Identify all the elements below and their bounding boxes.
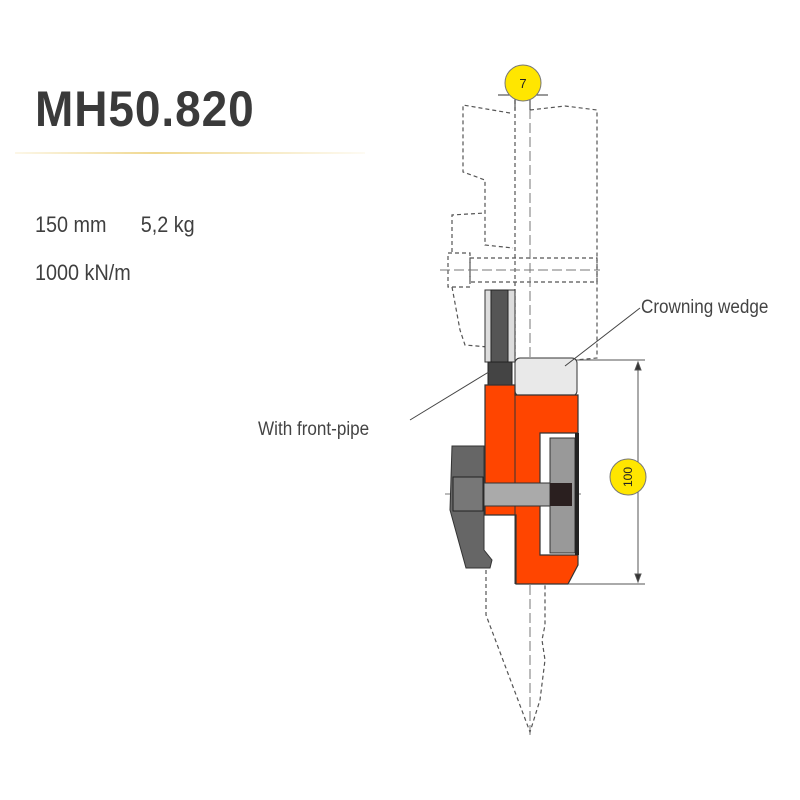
spec-weight: 5,2 kg (140, 212, 195, 237)
spec-length: 150 mm (35, 212, 107, 237)
crowning-wedge-label: Crowning wedge (641, 297, 769, 318)
front-pipe-label: With front-pipe (258, 419, 370, 440)
product-title: MH50.820 (35, 81, 255, 137)
punch-outline (485, 570, 546, 734)
title-divider (15, 152, 365, 154)
pin-end (550, 483, 572, 506)
handle-knob (452, 476, 484, 512)
dimension-badge-height (609, 458, 647, 496)
spec-row-1: 150 mm 5,2 kg (35, 212, 195, 238)
piston-plate (575, 433, 579, 555)
spec-capacity: 1000 kN/m (35, 260, 131, 285)
dimension-badge-top (504, 64, 542, 102)
upper-beam-outline (447, 100, 598, 361)
leader-crowning-wedge (564, 307, 641, 367)
clamp-pin (483, 482, 551, 507)
dimension-height-value: 100 (621, 467, 635, 487)
leader-front-pipe (409, 369, 493, 421)
clamp-bolt (484, 289, 516, 387)
dimension-top-value: 7 (519, 76, 526, 91)
dimension-height (568, 359, 645, 585)
